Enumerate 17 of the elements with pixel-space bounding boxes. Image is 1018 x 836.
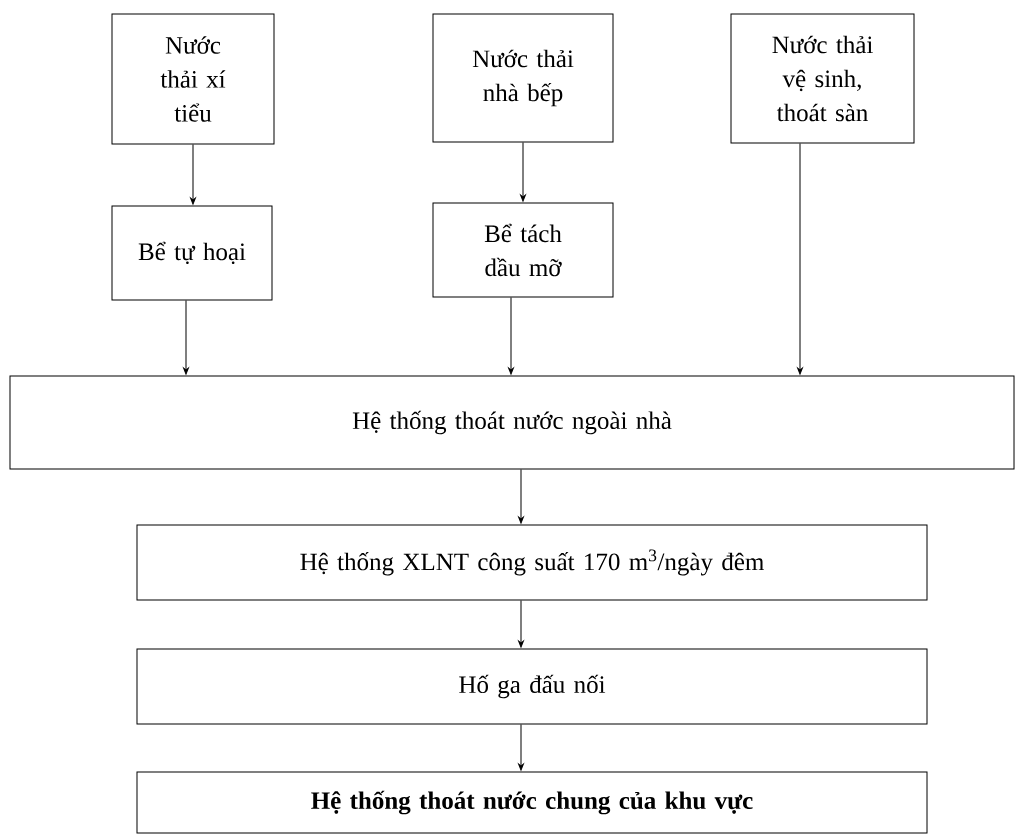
process-box: Nước thải vệ sinh, thoát sàn: [730, 13, 915, 144]
process-box: Hệ thống thoát nước ngoài nhà: [9, 375, 1015, 470]
arrow: [518, 600, 524, 648]
process-box: Nước thải nhà bếp: [432, 13, 614, 143]
arrow: [190, 144, 196, 205]
arrow: [518, 724, 524, 771]
arrow: [520, 142, 526, 202]
process-box: Hệ thống thoát nước chung của khu vực: [136, 771, 928, 834]
arrow: [518, 469, 524, 524]
process-box: Bể tự hoại: [111, 205, 273, 301]
process-box: Hố ga đấu nối: [136, 648, 928, 725]
process-box: Bể tách dầu mỡ: [432, 202, 614, 298]
process-box: Nước thải xí tiểu: [111, 13, 275, 145]
process-box: Hệ thống XLNT công suất 170 m$^{3}$/ngày đêm: [136, 524, 928, 601]
arrow: [797, 143, 803, 375]
arrow: [183, 300, 189, 375]
arrow: [508, 297, 514, 375]
